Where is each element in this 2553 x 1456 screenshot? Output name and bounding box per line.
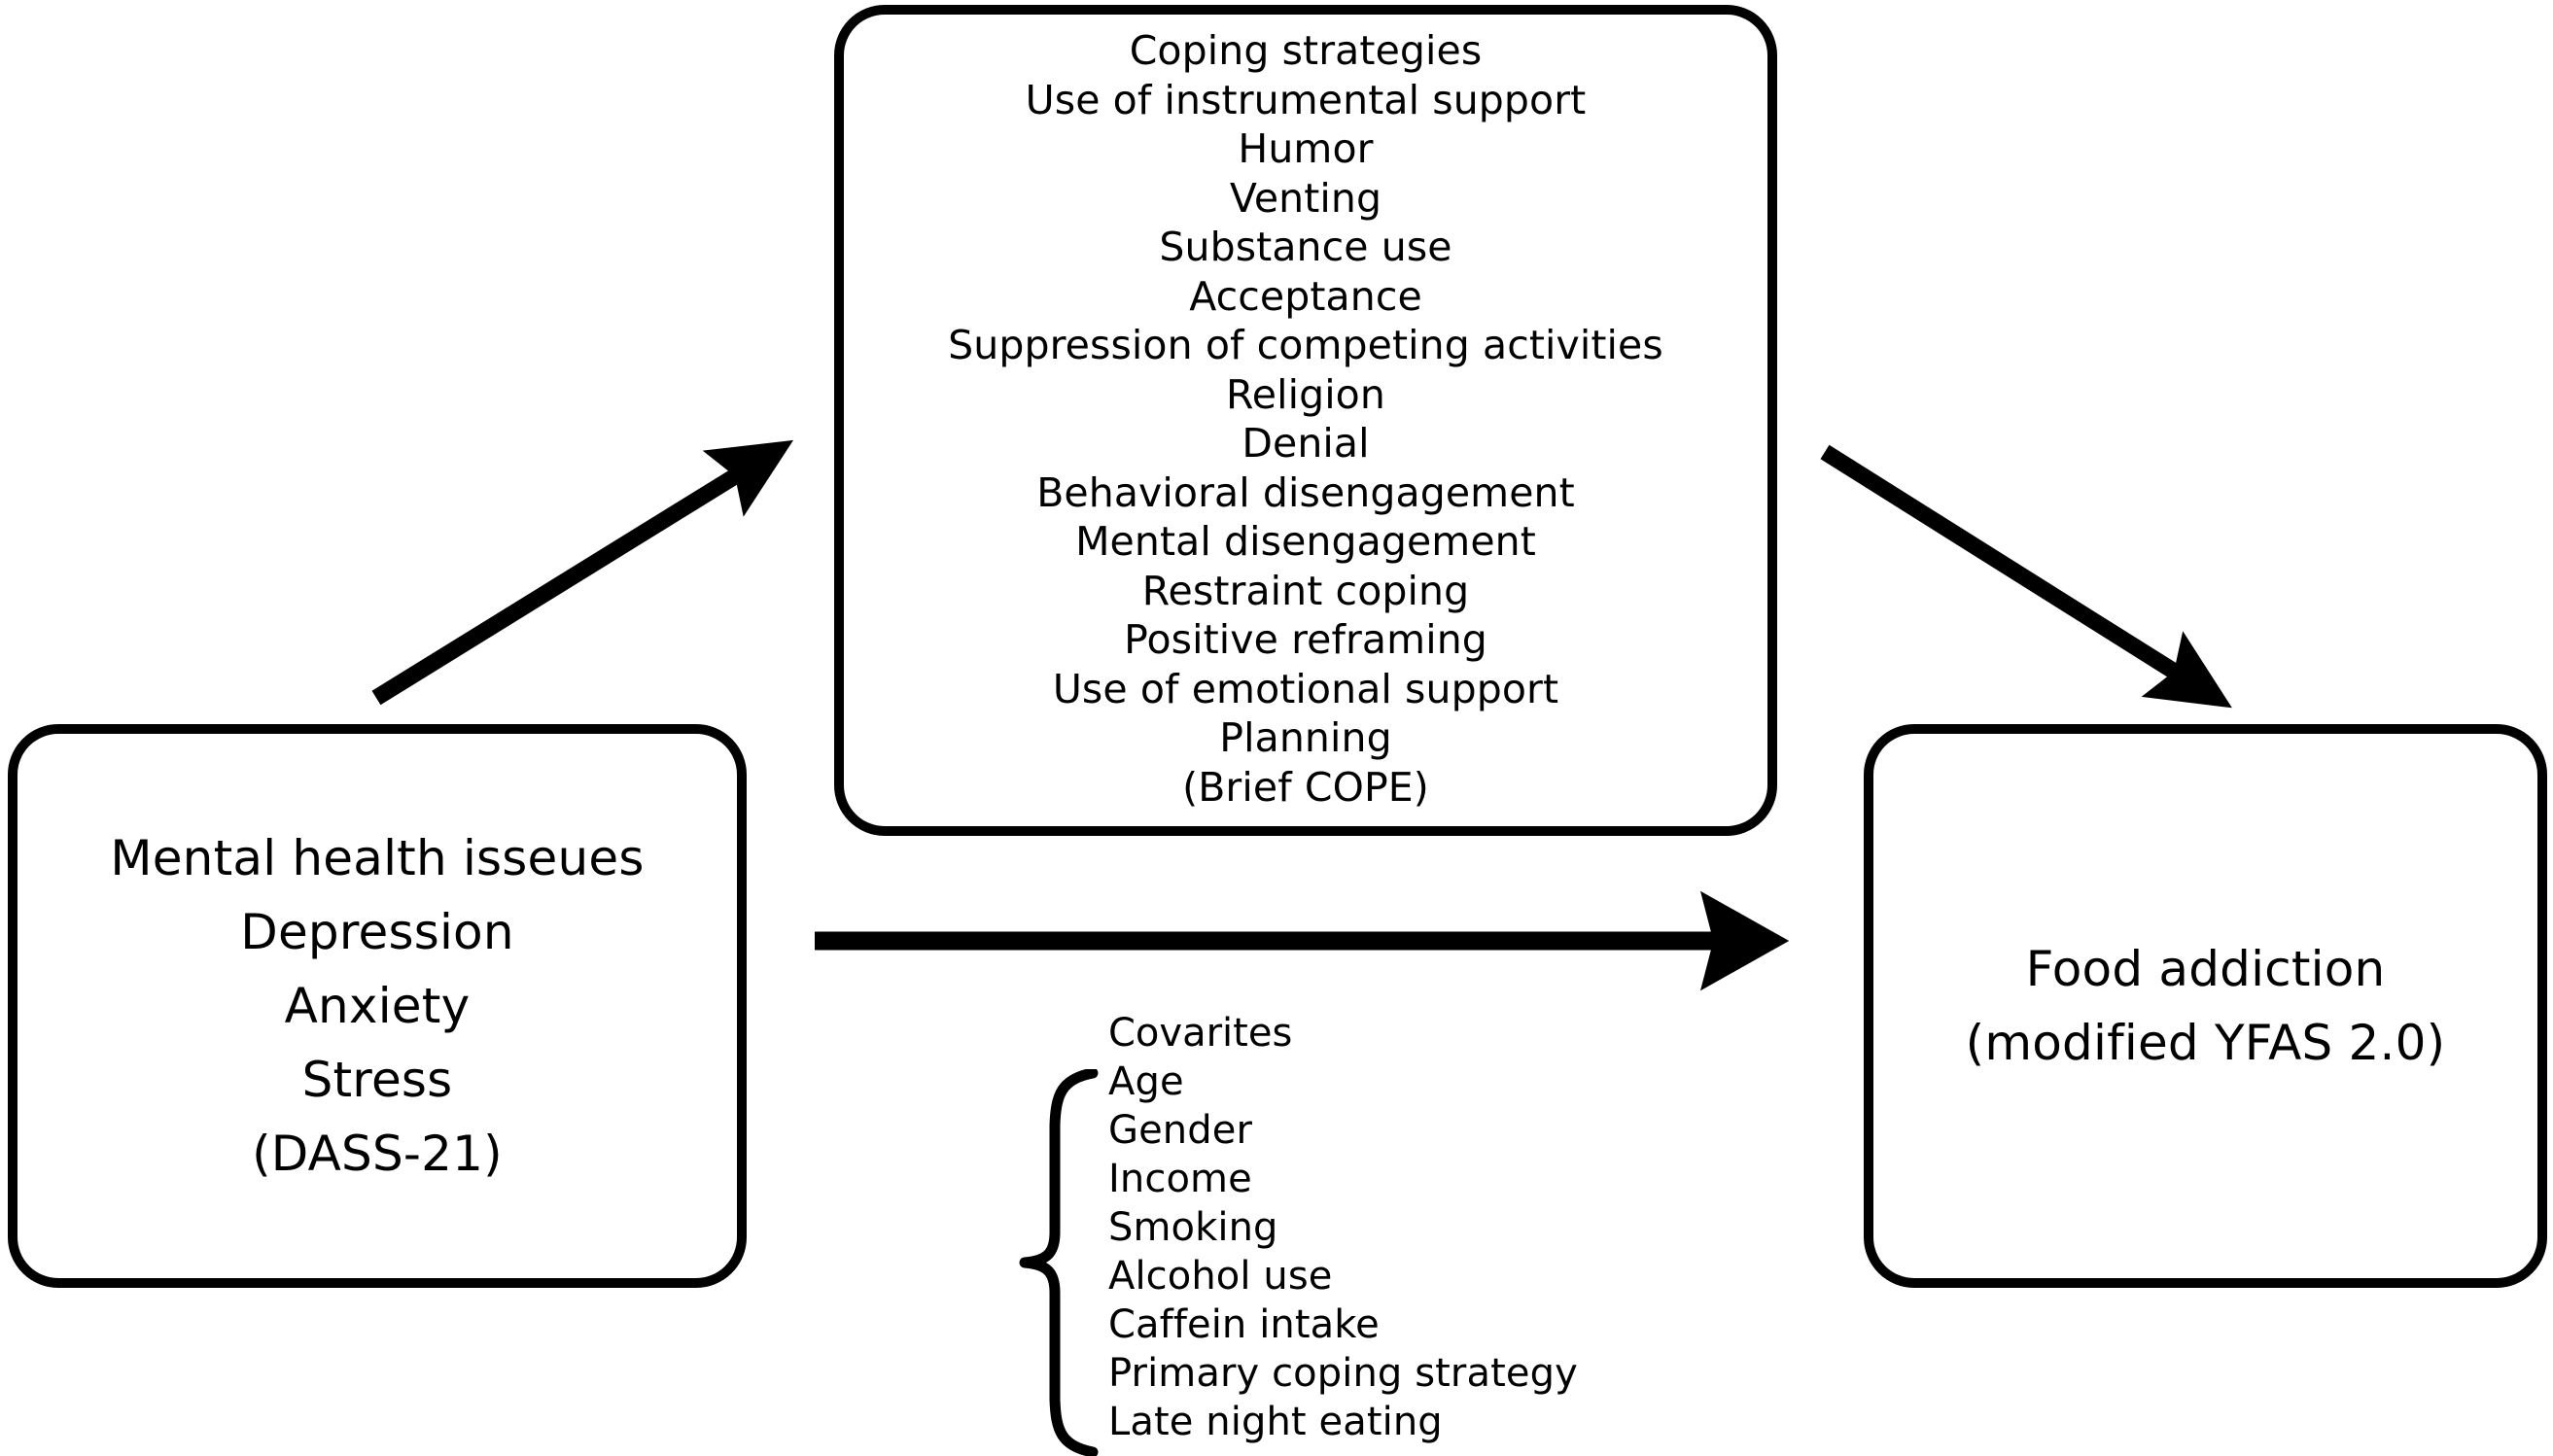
coping-line-3: Humor	[1238, 125, 1374, 172]
node-food-addiction: Food addiction (modified YFAS 2.0)	[1864, 724, 2547, 1288]
coping-line-14: Use of emotional support	[1052, 665, 1559, 712]
coping-line-16: (Brief COPE)	[1182, 763, 1429, 811]
coping-line-9: Denial	[1242, 420, 1370, 467]
coping-line-7: Suppression of competing activities	[948, 322, 1663, 368]
mental-health-line-3: Anxiety	[284, 978, 471, 1034]
coping-line-13: Positive reframing	[1124, 616, 1487, 663]
covariate-item-primary-coping-strategy: Primary coping strategy	[1108, 1351, 1578, 1396]
coping-line-2: Use of instrumental support	[1025, 76, 1587, 123]
covariates-title: Covarites	[1108, 1011, 1293, 1056]
mental-health-line-2: Depression	[240, 904, 514, 960]
arrow-mental-health-to-coping	[371, 439, 794, 706]
node-coping-strategies: Coping strategies Use of instrumental su…	[834, 5, 1777, 836]
arrow-coping-to-food-addiction	[1820, 444, 2232, 709]
coping-line-11: Mental disengagement	[1075, 518, 1536, 565]
coping-line-8: Religion	[1226, 370, 1385, 418]
covariate-item-caffein-intake: Caffein intake	[1108, 1302, 1380, 1347]
coping-line-12: Restraint coping	[1141, 567, 1470, 614]
coping-line-4: Venting	[1229, 174, 1382, 222]
covariates-group: Covarites Age Gender Income Smoking Alco…	[1011, 1009, 1614, 1456]
covariates-list: Covarites Age Gender Income Smoking Alco…	[1108, 1009, 1578, 1446]
mental-health-line-1: Mental health isseues	[110, 830, 645, 886]
mental-health-line-5: (DASS-21)	[252, 1126, 503, 1182]
food-addiction-line-2: (modified YFAS 2.0)	[1965, 1015, 2446, 1071]
curly-brace-icon	[1019, 1069, 1099, 1456]
covariate-item-late-night-eating: Late night eating	[1108, 1400, 1443, 1444]
covariate-item-alcohol-use: Alcohol use	[1108, 1254, 1333, 1299]
coping-line-10: Behavioral disengagement	[1036, 468, 1575, 516]
coping-line-1: Coping strategies	[1129, 27, 1483, 74]
covariate-item-income: Income	[1108, 1157, 1252, 1201]
node-mental-health-issues: Mental health isseues Depression Anxiety…	[8, 724, 747, 1288]
covariate-item-age: Age	[1108, 1059, 1184, 1104]
covariate-item-smoking: Smoking	[1108, 1205, 1278, 1250]
covariate-item-gender: Gender	[1108, 1108, 1253, 1153]
mental-health-line-4: Stress	[301, 1052, 453, 1108]
coping-line-5: Substance use	[1159, 224, 1452, 270]
coping-line-6: Acceptance	[1189, 272, 1422, 320]
food-addiction-line-1: Food addiction	[2025, 941, 2386, 997]
coping-line-15: Planning	[1219, 714, 1392, 761]
